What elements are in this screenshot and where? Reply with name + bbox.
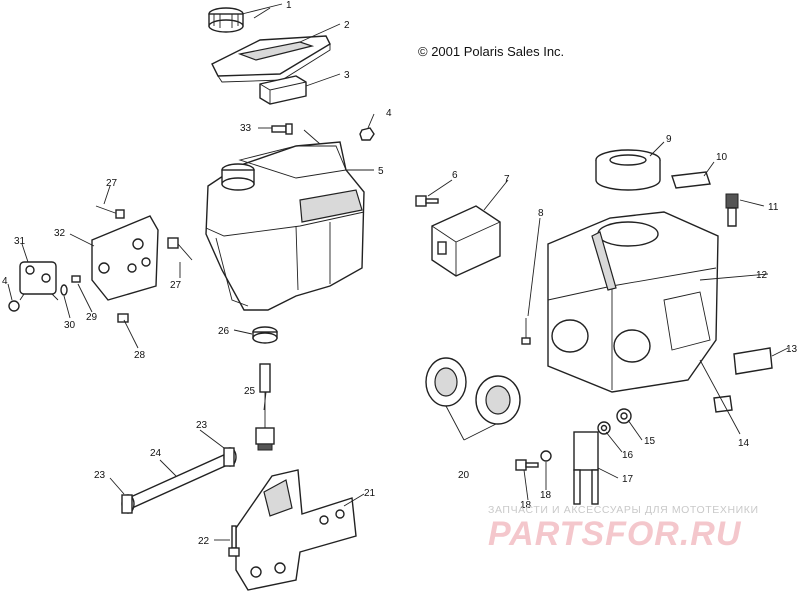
part-clip-29 <box>71 275 81 283</box>
callout-20: 20 <box>458 470 470 481</box>
part-foam-pad <box>259 75 307 105</box>
part-screw-27-lower <box>167 237 193 261</box>
callout-31: 31 <box>14 236 26 247</box>
callout-23-right: 23 <box>196 420 208 431</box>
part-module-7 <box>431 205 501 277</box>
part-screw-27-upper <box>95 205 125 219</box>
part-ring-9 <box>595 149 661 191</box>
part-hose-24 <box>122 453 236 509</box>
callout-4-top: 4 <box>386 108 392 119</box>
part-nut-15 <box>616 408 632 424</box>
callout-7: 7 <box>504 174 510 185</box>
copyright-text: © 2001 Polaris Sales Inc. <box>418 44 564 59</box>
part-pickup-25 <box>255 363 275 451</box>
part-bracket-21 <box>235 469 357 591</box>
callout-18-left: 18 <box>520 500 532 511</box>
callout-14: 14 <box>738 438 750 449</box>
part-washer-30 <box>60 284 68 296</box>
part-nut-4-left <box>8 300 20 312</box>
callout-33: 33 <box>240 123 252 134</box>
part-screw-8 <box>521 318 531 345</box>
part-latch-11 <box>725 193 739 227</box>
callout-6: 6 <box>452 170 458 181</box>
callout-2: 2 <box>344 20 350 31</box>
part-decal-13 <box>733 347 773 375</box>
callout-18-right: 18 <box>540 490 552 501</box>
callout-28: 28 <box>134 350 146 361</box>
callout-22: 22 <box>198 536 210 547</box>
part-airbox-12 <box>547 211 719 393</box>
callout-17: 17 <box>622 474 634 485</box>
callout-15: 15 <box>644 436 656 447</box>
part-bracket-32 <box>91 215 159 301</box>
callout-24: 24 <box>150 448 162 459</box>
callout-8: 8 <box>538 208 544 219</box>
callout-9: 9 <box>666 134 672 145</box>
part-bolt-22 <box>228 525 240 557</box>
part-bolt-6 <box>415 195 439 207</box>
part-screw-33 <box>271 123 293 135</box>
part-nut-4-top <box>359 127 375 141</box>
part-clamp-23-b <box>223 447 237 467</box>
watermark-brand: PARTSFOR.RU <box>488 515 742 553</box>
callout-1: 1 <box>286 0 292 11</box>
callout-23-left: 23 <box>94 470 106 481</box>
part-decal-14 <box>713 395 733 413</box>
callout-numbers: 1 2 3 4 33 5 6 7 8 9 10 11 12 13 14 15 1… <box>2 0 798 547</box>
callout-27-lower: 27 <box>170 280 182 291</box>
part-grommet-26 <box>252 326 278 344</box>
part-boot-20-b <box>475 375 521 425</box>
leader-lines <box>7 3 789 541</box>
callout-32: 32 <box>54 228 66 239</box>
callout-12: 12 <box>756 270 768 281</box>
part-main-tank <box>205 141 365 311</box>
callout-4-left: 4 <box>2 276 8 287</box>
callout-26: 26 <box>218 326 230 337</box>
callout-16: 16 <box>622 450 634 461</box>
callout-5: 5 <box>378 166 384 177</box>
part-filler-cap <box>208 7 244 33</box>
part-boot-20-a <box>425 357 467 407</box>
part-cover-plate <box>211 35 331 83</box>
callout-29: 29 <box>86 312 98 323</box>
watermark-tagline: ЗАПЧАСТИ И АКСЕССУАРЫ ДЛЯ МОТОТЕХНИКИ <box>488 504 759 516</box>
part-washer-16 <box>597 421 611 435</box>
callout-11: 11 <box>768 202 779 213</box>
part-bolt-18-b <box>515 459 539 471</box>
part-grommet-28 <box>117 313 129 323</box>
part-clamp-23-a <box>121 494 135 514</box>
part-decal-10 <box>671 171 711 189</box>
callout-3: 3 <box>344 70 350 81</box>
callout-13: 13 <box>786 344 798 355</box>
callout-10: 10 <box>716 152 728 163</box>
part-bracket-17 <box>573 431 599 505</box>
part-pump-31 <box>19 261 59 301</box>
part-washer-18-a <box>540 450 552 462</box>
callout-21: 21 <box>364 488 376 499</box>
callout-30: 30 <box>64 320 76 331</box>
callout-25: 25 <box>244 386 256 397</box>
callout-27-upper: 27 <box>106 178 118 189</box>
